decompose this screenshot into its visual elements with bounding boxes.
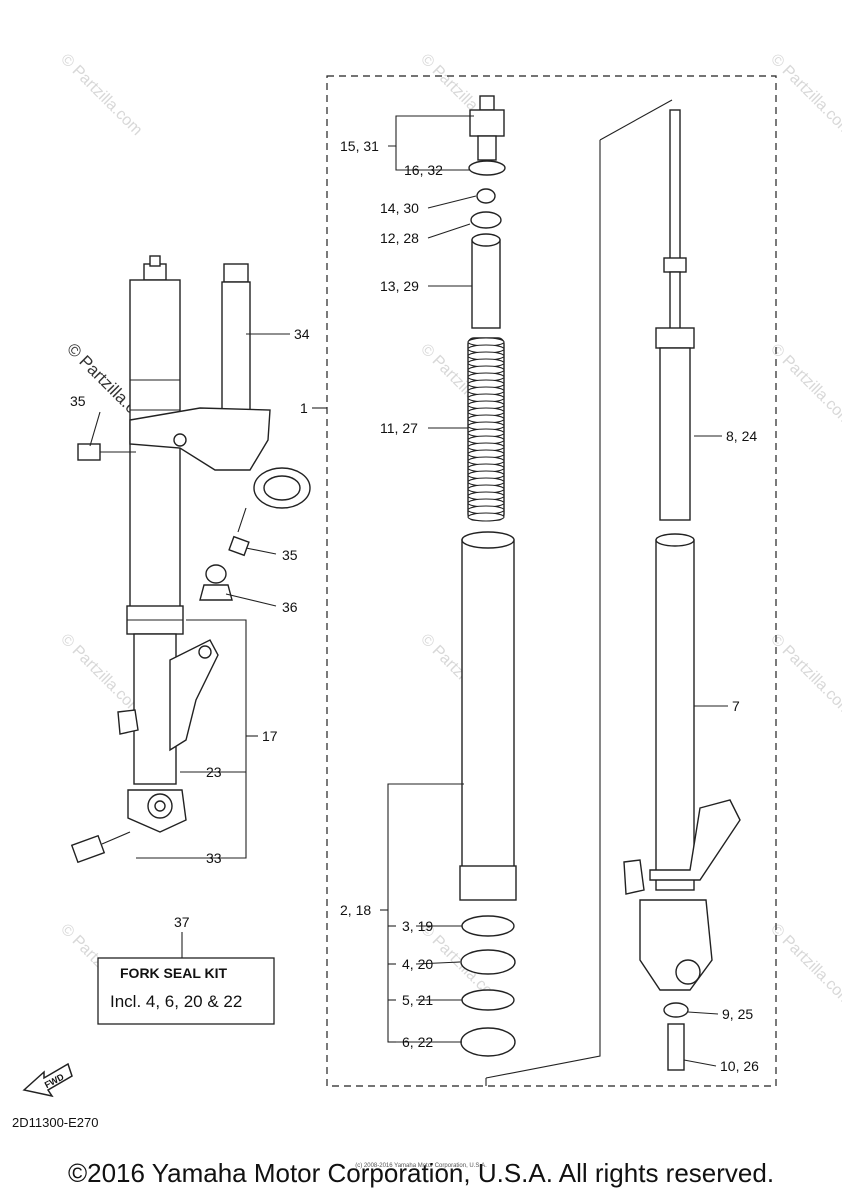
callout-14-30: 14, 30 bbox=[380, 200, 419, 216]
callout-36: 36 bbox=[282, 599, 298, 615]
diagram-code: 2D11300-E270 bbox=[12, 1115, 99, 1130]
exploded-damper-parts bbox=[623, 109, 741, 1071]
callout-12-28: 12, 28 bbox=[380, 230, 419, 246]
callout-10-26: 10, 26 bbox=[720, 1058, 759, 1074]
kit-title: FORK SEAL KIT bbox=[120, 965, 228, 981]
callout-11-27: 11, 27 bbox=[380, 420, 418, 436]
fwd-arrow-icon: FWD bbox=[22, 1062, 73, 1098]
assembled-fork-drawing bbox=[70, 255, 311, 864]
watermark: © Partzilla.com bbox=[767, 921, 842, 1009]
callout-35-upper: 35 bbox=[70, 393, 86, 409]
watermark: © Partzilla.com bbox=[767, 51, 842, 139]
callout-8-24: 8, 24 bbox=[726, 428, 757, 444]
callout-13-29: 13, 29 bbox=[380, 278, 419, 294]
spring-coil bbox=[467, 512, 505, 522]
kit-contents: Incl. 4, 6, 20 & 22 bbox=[110, 992, 242, 1011]
callout-35-lower: 35 bbox=[282, 547, 298, 563]
watermark: © Partzilla.com bbox=[57, 631, 145, 719]
callout-9-25: 9, 25 bbox=[722, 1006, 753, 1022]
callout-23: 23 bbox=[206, 764, 222, 780]
callout-5-21: 5, 21 bbox=[402, 992, 433, 1008]
callout-15-31: 15, 31 bbox=[340, 138, 379, 154]
callout-34: 34 bbox=[294, 326, 310, 342]
leader-lines bbox=[89, 99, 728, 1086]
watermark: © Partzilla.com bbox=[767, 631, 842, 719]
callout-37: 37 bbox=[174, 914, 190, 930]
spring bbox=[467, 337, 505, 522]
callout-3-19: 3, 19 bbox=[402, 918, 433, 934]
callout-17: 17 bbox=[262, 728, 278, 744]
fork-seal-kit-box: FORK SEAL KIT Incl. 4, 6, 20 & 22 bbox=[97, 957, 275, 1025]
callout-1: 1 bbox=[300, 400, 308, 416]
callout-4-20: 4, 20 bbox=[402, 956, 433, 972]
callout-16-32: 16, 32 bbox=[404, 162, 443, 178]
copyright-small: (c) 2008-2016 Yamaha Motor Corporation, … bbox=[355, 1163, 487, 1169]
callout-7: 7 bbox=[732, 698, 740, 714]
callout-6-22: 6, 22 bbox=[402, 1034, 433, 1050]
exploded-inner-parts bbox=[459, 95, 517, 1057]
watermark: © Partzilla.com bbox=[57, 51, 145, 139]
callout-33: 33 bbox=[206, 850, 222, 866]
watermark: © Partzilla.com bbox=[767, 341, 842, 429]
callout-labels: 1 15, 31 16, 32 14, 30 12, 28 13, 29 11,… bbox=[70, 138, 759, 1074]
callout-2-18: 2, 18 bbox=[340, 902, 371, 918]
assembly-outline bbox=[326, 75, 777, 1087]
copyright: ©2016 Yamaha Motor Corporation, U.S.A. A… bbox=[67, 1158, 775, 1188]
